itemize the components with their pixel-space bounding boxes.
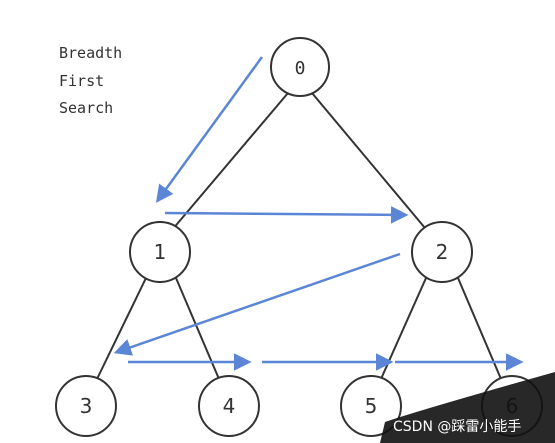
node-4-label: 4 — [223, 394, 236, 418]
caption-line-3: Search — [59, 99, 113, 117]
bfs-arrows — [113, 56, 524, 371]
caption-line-2: First — [59, 72, 104, 90]
edge-2-6 — [457, 277, 502, 380]
node-2: 2 — [411, 221, 473, 283]
node-1: 1 — [129, 221, 191, 283]
node-0: 0 — [270, 37, 330, 97]
tree-edges — [96, 92, 502, 380]
node-4-circle — [198, 375, 260, 437]
caption-line-1: Breadth — [59, 44, 122, 62]
node-0-label: 0 — [295, 58, 306, 79]
edge-0-1 — [171, 92, 289, 231]
node-3: 3 — [55, 375, 117, 437]
node-4: 4 — [198, 375, 260, 437]
arrow-1-to-2 — [164, 206, 409, 224]
edge-1-3 — [96, 277, 147, 380]
node-1-circle — [129, 221, 191, 283]
arrow-2-to-3 — [113, 252, 401, 356]
watermark-text: CSDN @踩雷小能手 — [393, 419, 521, 435]
watermark-background — [380, 372, 555, 443]
edge-0-2 — [311, 92, 426, 229]
edge-2-5 — [380, 277, 427, 380]
node-5-circle — [340, 375, 402, 437]
watermark: CSDN @踩雷小能手 — [380, 372, 555, 443]
node-5: 5 — [340, 375, 402, 437]
node-1-label: 1 — [154, 240, 167, 264]
node-0-circle — [270, 37, 330, 97]
node-5-label: 5 — [365, 394, 378, 418]
node-3-label: 3 — [80, 394, 93, 418]
node-3-circle — [55, 375, 117, 437]
node-2-circle — [411, 221, 473, 283]
node-2-label: 2 — [436, 240, 449, 264]
arrow-0-to-1 — [155, 56, 264, 203]
